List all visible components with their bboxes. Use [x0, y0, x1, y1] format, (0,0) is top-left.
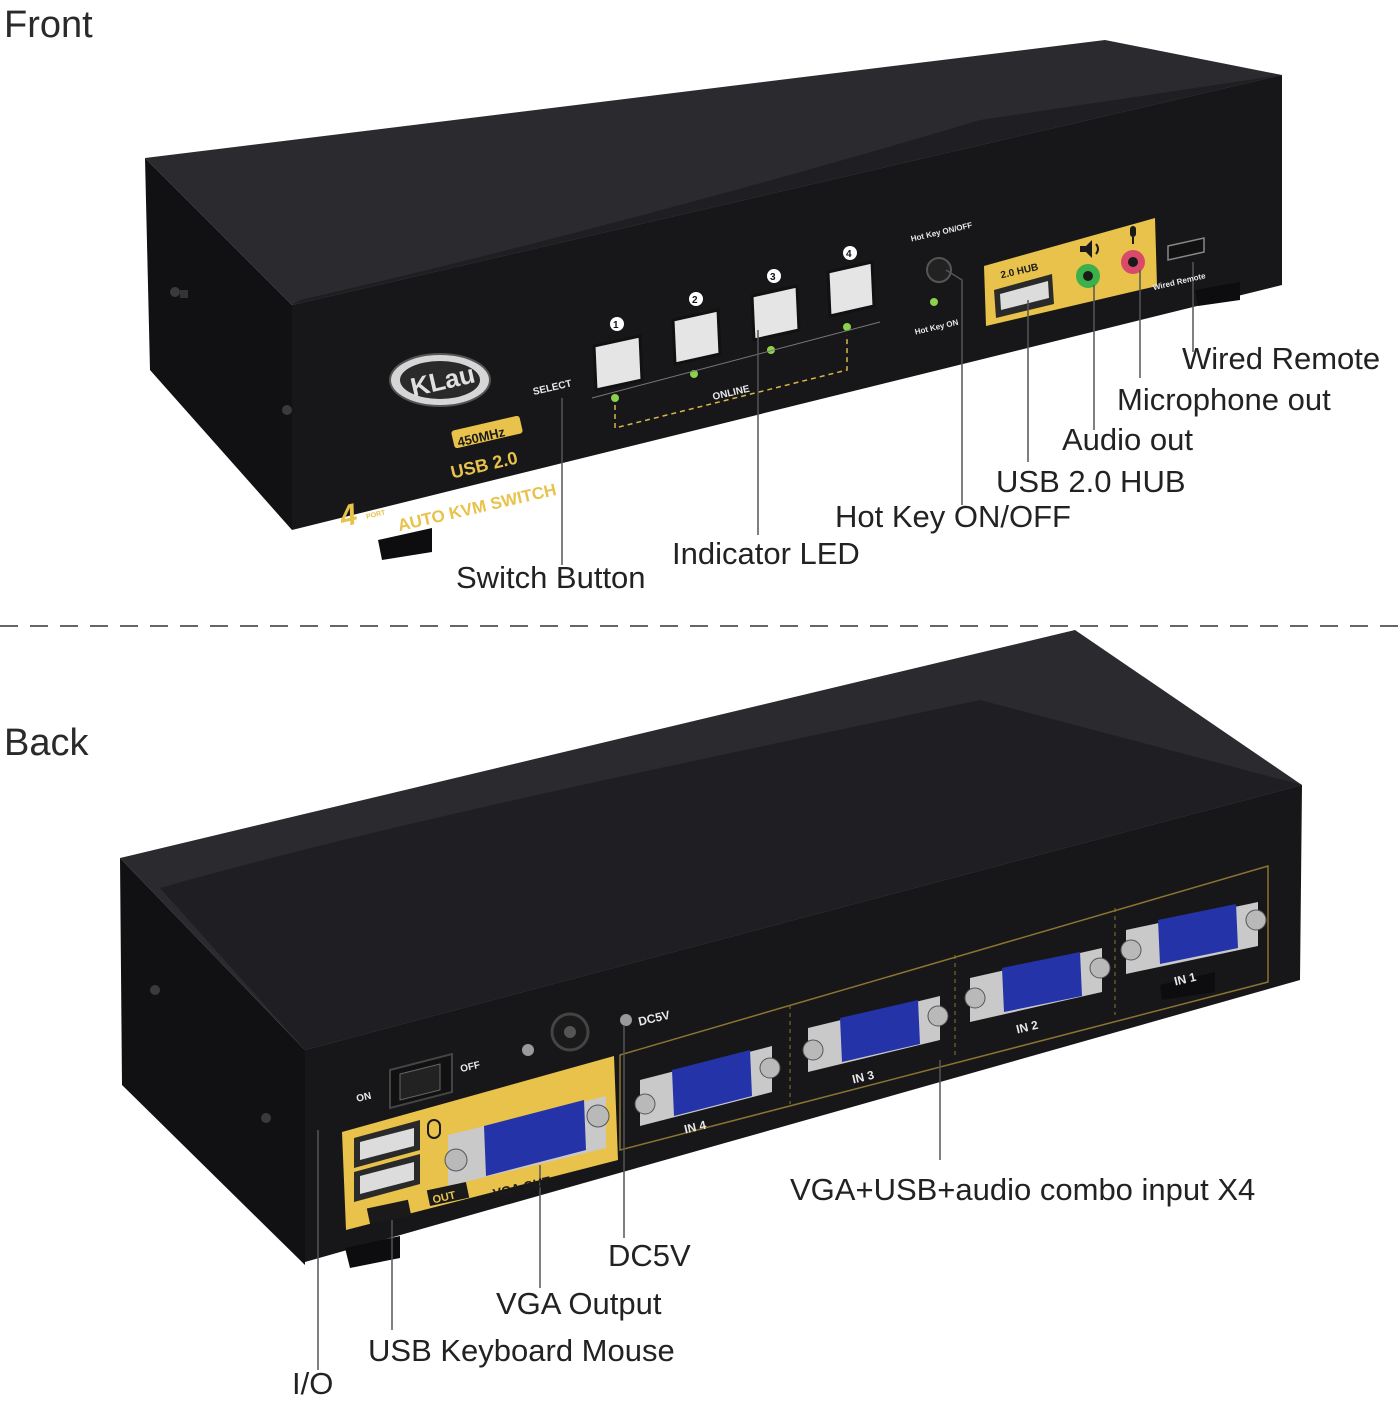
callout-dc5v: DC5V	[608, 1238, 691, 1273]
vga-input-1[interactable]	[1120, 902, 1267, 974]
callout-wired-remote: Wired Remote	[1182, 341, 1381, 376]
off-label: OFF	[459, 1060, 481, 1075]
callout-audio-out: Audio out	[1062, 422, 1193, 457]
mouse-icon	[427, 1119, 441, 1139]
hotkey-button[interactable]	[926, 257, 952, 283]
input-label-2: IN 2	[1015, 1018, 1040, 1037]
button-num-3: 3	[770, 272, 776, 283]
input-label-3: IN 3	[851, 1068, 876, 1087]
front-device	[145, 40, 1282, 560]
button-num-1: 1	[613, 320, 619, 331]
power-switch[interactable]	[389, 1052, 453, 1110]
vga-input-2[interactable]	[964, 948, 1111, 1022]
callout-usb-keyboard-mouse: USB Keyboard Mouse	[368, 1333, 675, 1368]
leader-lines	[317, 262, 1194, 1370]
callout-combo-input: VGA+USB+audio combo input X4	[790, 1172, 1256, 1207]
vga-input-3[interactable]	[802, 996, 949, 1072]
callout-vga-output: VGA Output	[496, 1286, 662, 1321]
vga-input-4[interactable]	[634, 1046, 781, 1126]
callout-indicator-led: Indicator LED	[672, 536, 860, 571]
button-number-badges	[610, 246, 857, 331]
callout-usb-hub: USB 2.0 HUB	[996, 464, 1186, 499]
switch-button-1[interactable]	[592, 334, 644, 392]
vga-output-port[interactable]	[444, 1096, 610, 1186]
switch-button-2[interactable]	[671, 308, 722, 366]
switch-button-3[interactable]	[750, 284, 801, 342]
callout-io: I/O	[292, 1366, 334, 1401]
button-num-4: 4	[846, 249, 852, 260]
callout-switch-button: Switch Button	[456, 560, 646, 595]
input-label-1: IN 1	[1173, 970, 1198, 989]
back-title: Back	[4, 722, 89, 764]
back-device	[120, 630, 1302, 1268]
switch-button-4[interactable]	[826, 260, 876, 318]
spec-port-word: PORT	[366, 509, 387, 520]
callout-microphone-out: Microphone out	[1117, 382, 1331, 417]
input-label-4: IN 4	[683, 1118, 708, 1137]
callout-hotkey: Hot Key ON/OFF	[835, 499, 1071, 534]
speaker-icon	[1080, 240, 1099, 258]
indicator-leds	[611, 298, 938, 402]
brand-logo	[389, 353, 491, 407]
microphone-icon	[1130, 226, 1136, 244]
wired-remote-port[interactable]	[1167, 237, 1205, 261]
on-label: ON	[355, 1091, 372, 1105]
out-label: OUT	[432, 1189, 458, 1206]
button-num-2: 2	[692, 295, 698, 306]
front-title: Front	[4, 4, 93, 46]
